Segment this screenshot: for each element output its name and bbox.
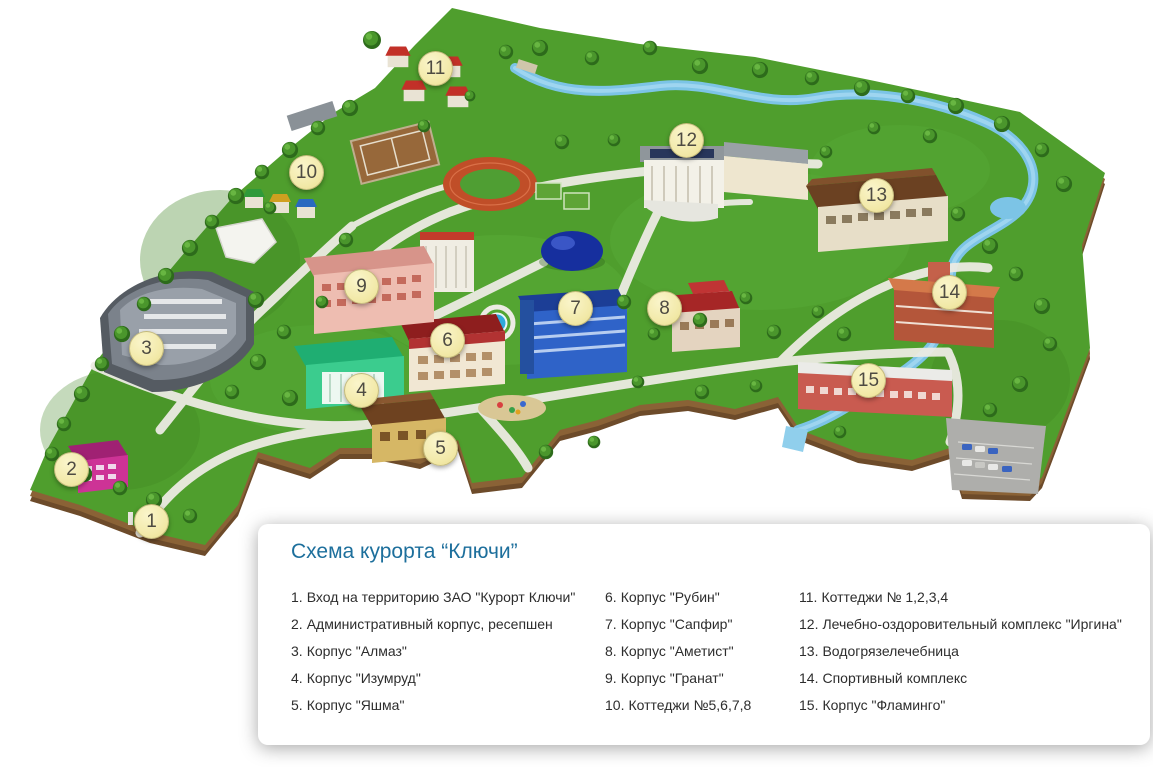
map-marker-8[interactable]: 8	[647, 291, 682, 326]
legend-item-3: 3.Корпус "Алмаз"	[291, 638, 605, 665]
stadium	[443, 157, 537, 211]
sports-dome	[539, 231, 605, 271]
legend-item-number: 1.	[291, 589, 303, 605]
legend-item-label: Корпус "Яшма"	[306, 697, 405, 713]
legend-item-1: 1.Вход на территорию ЗАО "Курорт Ключи"	[291, 584, 605, 611]
legend-item-6: 6.Корпус "Рубин"	[605, 584, 799, 611]
white-structure	[215, 218, 277, 264]
legend-item-label: Коттеджи №5,6,7,8	[628, 697, 752, 713]
map-marker-4[interactable]: 4	[344, 373, 379, 408]
legend-item-number: 5.	[291, 697, 303, 713]
legend-item-label: Корпус "Сапфир"	[620, 616, 733, 632]
legend-item-number: 9.	[605, 670, 617, 686]
legend-item-number: 3.	[291, 643, 303, 659]
map-marker-15[interactable]: 15	[851, 363, 886, 398]
legend-item-8: 8.Корпус "Аметист"	[605, 638, 799, 665]
playground	[478, 395, 546, 421]
legend-item-label: Вход на территорию ЗАО "Курорт Ключи"	[306, 589, 576, 605]
river	[510, 59, 1039, 452]
map-marker-2[interactable]: 2	[54, 452, 89, 487]
legend-item-number: 8.	[605, 643, 617, 659]
legend-item-number: 12.	[799, 616, 819, 632]
legend-item-label: Коттеджи № 1,2,3,4	[821, 589, 949, 605]
legend-item-number: 4.	[291, 670, 303, 686]
legend-column-2: 6.Корпус "Рубин" 7.Корпус "Сапфир" 8.Кор…	[605, 584, 799, 719]
tennis-court	[349, 120, 441, 185]
legend-item-7: 7.Корпус "Сапфир"	[605, 611, 799, 638]
map-marker-11[interactable]: 11	[418, 51, 453, 86]
sports-court	[563, 192, 590, 210]
map-marker-10[interactable]: 10	[289, 155, 324, 190]
map-marker-6[interactable]: 6	[430, 323, 465, 358]
legend-item-13: 13.Водогрязелечебница	[799, 638, 1150, 665]
map-marker-3[interactable]: 3	[129, 331, 164, 366]
legend-item-2: 2.Административный корпус, ресепшен	[291, 611, 605, 638]
legend-item-12: 12.Лечебно-оздоровительный комплекс "Ирг…	[799, 611, 1150, 638]
legend-item-number: 10.	[605, 697, 625, 713]
sports-court	[535, 182, 562, 200]
legend-item-5: 5.Корпус "Яшма"	[291, 692, 605, 719]
legend-item-number: 2.	[291, 616, 303, 632]
legend-item-label: Корпус "Аметист"	[620, 643, 734, 659]
legend-item-label: Лечебно-оздоровительный комплекс "Иргина…	[822, 616, 1122, 632]
legend-item-14: 14.Спортивный комплекс	[799, 665, 1150, 692]
legend-item-15: 15.Корпус "Фламинго"	[799, 692, 1150, 719]
legend-item-number: 15.	[799, 697, 819, 713]
legend-item-number: 7.	[605, 616, 617, 632]
map-marker-13[interactable]: 13	[859, 178, 894, 213]
map-marker-14[interactable]: 14	[932, 275, 967, 310]
resort-map-illustration	[30, 8, 1105, 556]
bridge	[515, 59, 538, 74]
map-marker-9[interactable]: 9	[344, 269, 379, 304]
map-marker-7[interactable]: 7	[558, 291, 593, 326]
legend-panel: Схема курорта “Ключи” 1.Вход на территор…	[258, 524, 1150, 745]
legend-item-label: Водогрязелечебница	[822, 643, 959, 659]
map-marker-5[interactable]: 5	[423, 431, 458, 466]
map-marker-1[interactable]: 1	[134, 504, 169, 539]
map-marker-12[interactable]: 12	[669, 123, 704, 158]
legend-column-1: 1.Вход на территорию ЗАО "Курорт Ключи" …	[291, 584, 605, 719]
legend-item-label: Корпус "Рубин"	[620, 589, 720, 605]
legend-item-label: Спортивный комплекс	[822, 670, 968, 686]
legend-item-label: Корпус "Гранат"	[620, 670, 724, 686]
legend-item-10: 10.Коттеджи №5,6,7,8	[605, 692, 799, 719]
legend-item-label: Корпус "Фламинго"	[822, 697, 946, 713]
building-12-irgina	[640, 142, 808, 222]
legend-title: Схема курорта “Ключи”	[291, 540, 518, 563]
legend-item-11: 11.Коттеджи № 1,2,3,4	[799, 584, 1150, 611]
waterfall	[782, 426, 808, 452]
legend-item-9: 9.Корпус "Гранат"	[605, 665, 799, 692]
cottages-10	[243, 189, 317, 218]
legend-item-label: Административный корпус, ресепшен	[306, 616, 553, 632]
legend-item-number: 13.	[799, 643, 819, 659]
legend-item-4: 4.Корпус "Изумруд"	[291, 665, 605, 692]
legend-item-number: 14.	[799, 670, 819, 686]
legend-item-label: Корпус "Изумруд"	[306, 670, 421, 686]
utility-building	[286, 100, 338, 132]
legend-item-number: 11.	[799, 589, 818, 605]
parked-cars	[962, 444, 1012, 472]
legend-column-3: 11.Коттеджи № 1,2,3,4 12.Лечебно-оздоров…	[799, 584, 1150, 719]
legend-item-number: 6.	[605, 589, 617, 605]
paths	[90, 158, 993, 538]
legend-columns: 1.Вход на территорию ЗАО "Курорт Ключи" …	[291, 584, 1150, 719]
parking-lot	[946, 418, 1046, 494]
legend-item-label: Корпус "Алмаз"	[306, 643, 407, 659]
